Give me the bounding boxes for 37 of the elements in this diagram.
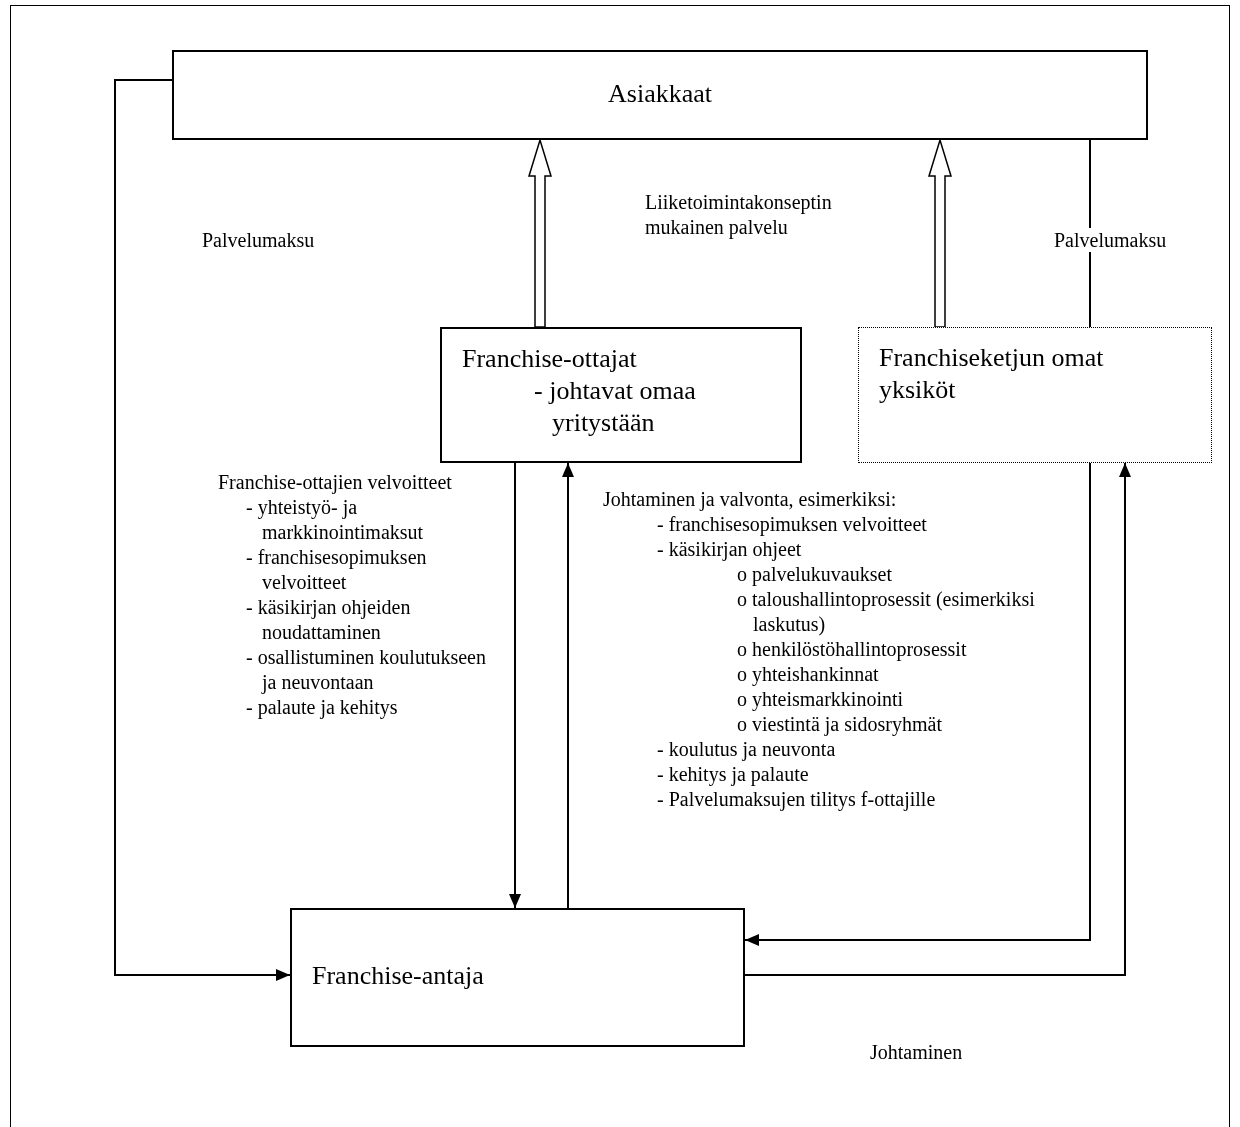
edge-label: Palvelumaksu [1052,228,1169,252]
list-item: o yhteishankinnat [736,662,880,687]
list-item: - käsikirjan ohjeiden noudattaminen [245,595,412,645]
list-item: - koulutus ja neuvonta [656,737,837,762]
block-arrow [928,137,952,328]
connector-line [1089,139,1091,328]
list-item: o taloushallintoprosessit (esimerkiksi laskutus) [736,587,1036,637]
list-item: o viestintä ja sidosryhmät [736,712,943,737]
process-box [172,50,1148,140]
node-title: Franchise-antaja [312,960,485,992]
note-text: Johtaminen ja valvonta, esimerkiksi: [603,487,898,512]
arrow [744,462,1091,946]
list-item: - osallistuminen koulutukseen ja neuvontaan [245,645,487,695]
arrow [562,462,574,909]
node-title: Asiakkaat [607,78,713,110]
list-item: o henkilöstöhallintoprosessit [736,637,968,662]
list-item: o palvelukuvaukset [736,562,893,587]
note-text: Franchise-ottajien velvoitteet [218,470,453,495]
arrow [509,462,521,909]
process-box [858,327,1212,463]
arrow [114,79,291,981]
list-item: - palaute ja kehitys [245,695,399,720]
node-title: Franchise-ottajat [462,343,638,375]
list-item: - Palvelumaksujen tilitys f-ottajille [656,787,937,812]
list-item: o yhteismarkkinointi [736,687,905,712]
list-item: - franchisesopimuksen velvoitteet [245,545,428,595]
list-item: - yhteistyö- ja markkinointimaksut [245,495,425,545]
list-item: - kehitys ja palaute [656,762,810,787]
node-text: - johtavat omaa yritystään [533,375,697,439]
node-title: Franchiseketjun omat yksiköt [879,342,1105,406]
block-arrow [528,137,552,328]
process-box [440,327,802,463]
arrow [744,462,1131,976]
list-item: - franchisesopimuksen velvoitteet [656,512,928,537]
list-item: - käsikirjan ohjeet [656,537,803,562]
note-text: Liiketoimintakonseptin mukainen palvelu [645,190,833,240]
process-box [290,908,745,1047]
